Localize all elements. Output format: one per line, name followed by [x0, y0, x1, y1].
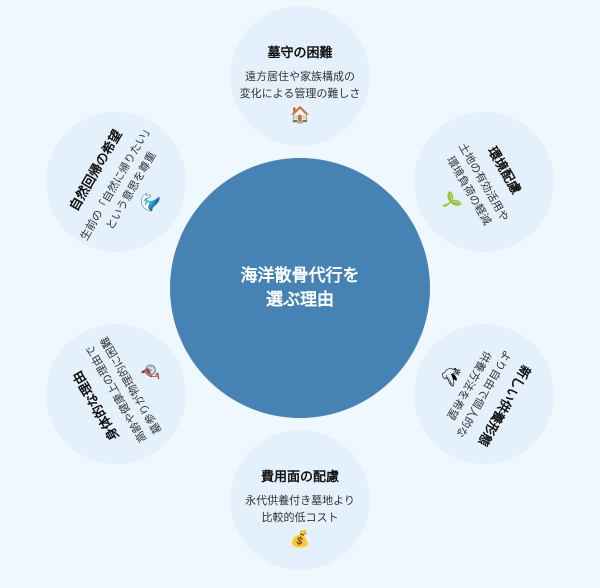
center-title-line1: 海洋散骨代行を — [240, 266, 360, 286]
house-icon: 🏠 — [290, 105, 310, 124]
reason-desc-line1: 永代供養付き墓地より — [245, 494, 355, 507]
center-circle: 海洋散骨代行を 選ぶ理由 — [170, 158, 430, 418]
reason-desc-line1: 遠方居住や家族構成の — [245, 70, 355, 83]
reason-title: 費用面の配慮 — [260, 470, 339, 485]
reason-circle: 費用面の配慮永代供養付き墓地より比較的低コスト 💰 — [230, 430, 370, 570]
reason-desc-line2: 変化による管理の難しさ — [239, 87, 361, 100]
center-title-line2: 選ぶ理由 — [266, 290, 334, 310]
reason-circle: 墓守の困難遠方居住や家族構成の変化による管理の難しさ 🏠 — [230, 6, 370, 146]
reason-desc-line2: 比較的低コスト — [261, 511, 339, 524]
money-bag-icon: 💰 — [290, 529, 310, 548]
reason-title: 墓守の困難 — [267, 46, 333, 61]
